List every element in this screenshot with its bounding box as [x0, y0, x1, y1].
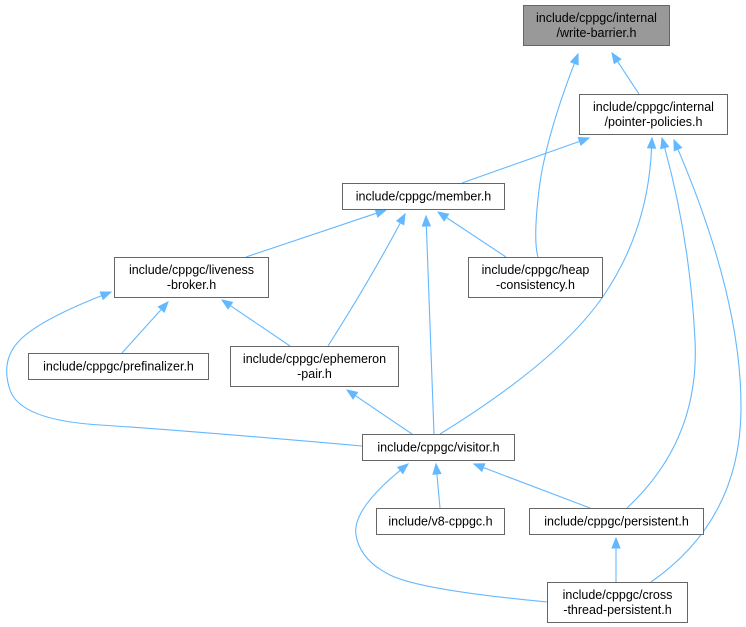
- node-label: include/v8-cppgc.h: [388, 515, 492, 529]
- edges-layer: [6, 51, 742, 603]
- node-box[interactable]: [468, 257, 603, 298]
- arrowhead-icon: [99, 291, 113, 301]
- arrowhead-icon: [577, 137, 591, 146]
- arrowhead-icon: [220, 299, 234, 310]
- edge-cross-thread-persistent-to-visitor: [355, 463, 548, 603]
- edge-line: [425, 225, 435, 435]
- edge-visitor-to-liveness-broker: [6, 291, 363, 447]
- node-write-barrier[interactable]: include/cppgc/internal/write-barrier.h: [523, 5, 670, 46]
- edge-line: [483, 467, 591, 509]
- edge-line: [535, 63, 575, 258]
- edge-line: [439, 147, 653, 435]
- edge-persistent-to-pointer-policies: [626, 136, 696, 509]
- node-heap-consistency[interactable]: include/cppgc/heap-consistency.h: [468, 257, 603, 298]
- node-v8-cppgc[interactable]: include/v8-cppgc.h: [376, 508, 505, 535]
- node-label: -pair.h: [297, 367, 332, 381]
- node-box[interactable]: [523, 5, 670, 46]
- edge-visitor-to-ephemeron-pair: [345, 389, 413, 435]
- node-cross-thread-persistent[interactable]: include/cppgc/cross-thread-persistent.h: [547, 582, 688, 623]
- node-box[interactable]: [579, 94, 728, 135]
- arrowhead-icon: [472, 463, 486, 473]
- arrowhead-icon: [646, 136, 657, 149]
- arrowhead-icon: [432, 462, 442, 475]
- arrowhead-icon: [660, 136, 670, 150]
- edge-heap-consistency-to-member: [436, 211, 507, 258]
- node-label: include/cppgc/liveness: [129, 263, 254, 277]
- edge-line: [617, 61, 640, 95]
- edge-line: [436, 473, 441, 509]
- node-box[interactable]: [547, 582, 688, 623]
- arrowhead-icon: [395, 212, 406, 226]
- edge-visitor-to-member: [421, 214, 435, 435]
- arrowhead-icon: [345, 389, 359, 400]
- node-label: include/cppgc/internal: [593, 100, 714, 114]
- edge-line: [355, 469, 548, 603]
- arrowhead-icon: [673, 138, 683, 152]
- edge-line: [626, 147, 696, 509]
- node-liveness-broker[interactable]: include/cppgc/liveness-broker.h: [114, 257, 269, 298]
- arrowhead-icon: [396, 463, 410, 475]
- node-persistent[interactable]: include/cppgc/persistent.h: [529, 508, 704, 535]
- node-box[interactable]: [362, 434, 515, 461]
- node-member[interactable]: include/cppgc/member.h: [342, 183, 505, 210]
- node-label: include/cppgc/cross: [563, 588, 673, 602]
- node-ephemeron-pair[interactable]: include/cppgc/ephemeron-pair.h: [230, 346, 399, 387]
- arrowhead-icon: [611, 51, 622, 65]
- node-visitor[interactable]: include/cppgc/visitor.h: [362, 434, 515, 461]
- node-label: /pointer-policies.h: [605, 115, 703, 129]
- edge-line: [6, 295, 363, 447]
- edge-ephemeron-pair-to-liveness-broker: [220, 299, 291, 347]
- arrowhead-icon: [436, 211, 450, 222]
- edge-line: [327, 222, 401, 347]
- edge-line: [229, 305, 291, 347]
- edge-line: [121, 309, 162, 354]
- node-label: -consistency.h: [496, 278, 575, 292]
- node-box[interactable]: [342, 183, 505, 210]
- node-label: include/cppgc/member.h: [356, 190, 492, 204]
- edge-visitor-to-pointer-policies: [439, 136, 657, 435]
- node-label: -thread-persistent.h: [563, 603, 671, 617]
- node-label: include/cppgc/internal: [536, 11, 657, 25]
- node-label: include/cppgc/prefinalizer.h: [43, 360, 194, 374]
- node-label: include/cppgc/heap: [482, 263, 590, 277]
- arrowhead-icon: [421, 214, 432, 227]
- node-box[interactable]: [230, 346, 399, 387]
- node-box[interactable]: [114, 257, 269, 298]
- node-box[interactable]: [529, 508, 704, 535]
- node-label: include/cppgc/ephemeron: [243, 352, 386, 366]
- node-box[interactable]: [28, 353, 209, 380]
- nodes-layer: include/cppgc/internal/write-barrier.hin…: [28, 5, 728, 623]
- edge-line: [461, 140, 580, 184]
- edge-pointer-policies-to-write-barrier: [611, 51, 640, 95]
- edge-line: [650, 148, 742, 583]
- edge-prefinalizer-to-liveness-broker: [121, 301, 169, 354]
- arrowhead-icon: [157, 301, 169, 313]
- edge-persistent-to-visitor: [472, 463, 591, 509]
- node-label: include/cppgc/persistent.h: [544, 515, 689, 529]
- edge-heap-consistency-to-write-barrier: [535, 52, 579, 258]
- node-label: /write-barrier.h: [557, 26, 637, 40]
- arrowhead-icon: [374, 208, 388, 218]
- arrowhead-icon: [569, 52, 579, 66]
- edge-cross-thread-persistent-to-persistent: [611, 536, 621, 582]
- edge-member-to-pointer-policies: [461, 137, 591, 184]
- edge-line: [245, 212, 377, 258]
- arrowhead-icon: [611, 536, 621, 549]
- edge-ephemeron-pair-to-member: [327, 212, 406, 347]
- node-pointer-policies[interactable]: include/cppgc/internal/pointer-policies.…: [579, 94, 728, 135]
- edge-liveness-broker-to-member: [245, 208, 388, 258]
- node-label: -broker.h: [167, 278, 216, 292]
- edge-v8-cppgc-to-visitor: [432, 462, 442, 509]
- node-box[interactable]: [376, 508, 505, 535]
- edge-cross-thread-persistent-to-pointer-policies: [650, 138, 742, 583]
- edge-line: [446, 217, 507, 258]
- edge-line: [354, 395, 413, 435]
- node-prefinalizer[interactable]: include/cppgc/prefinalizer.h: [28, 353, 209, 380]
- node-label: include/cppgc/visitor.h: [377, 441, 499, 455]
